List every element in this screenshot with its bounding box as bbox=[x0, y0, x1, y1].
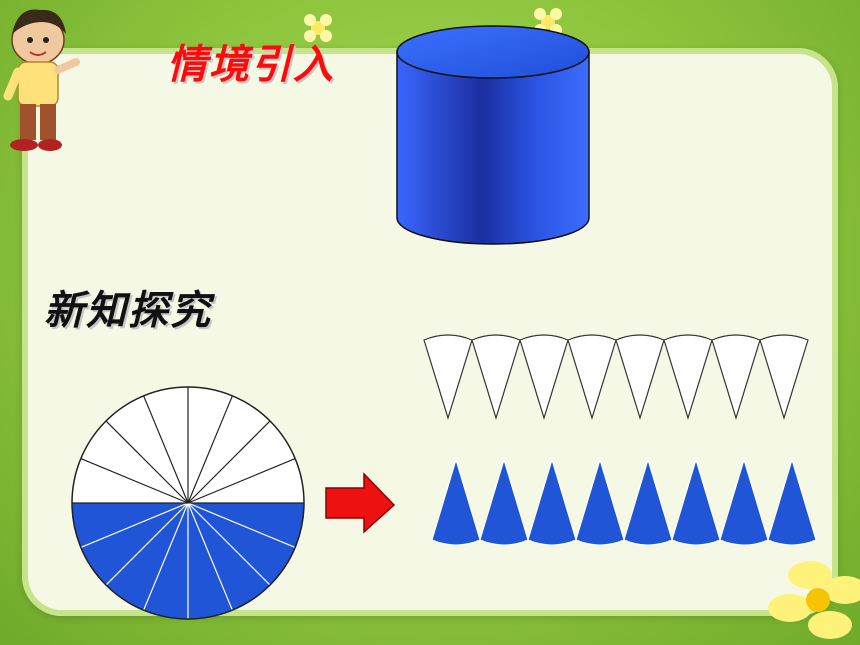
circle-sector-line bbox=[187, 420, 271, 504]
circle-sector-line bbox=[187, 502, 271, 586]
blue-wedge bbox=[623, 458, 673, 546]
white-wedge-row bbox=[423, 334, 809, 421]
circle-sector-line bbox=[187, 395, 233, 504]
white-wedge bbox=[567, 334, 617, 421]
heading-intro: 情境引入 bbox=[167, 42, 335, 88]
circle-sector-line bbox=[143, 395, 189, 504]
white-wedge bbox=[423, 334, 473, 421]
flower-top-icon bbox=[304, 14, 332, 42]
boy-character-icon bbox=[3, 9, 80, 151]
blue-wedge-row bbox=[431, 458, 817, 546]
flower-top-right-icon bbox=[534, 8, 562, 36]
flower-bottom-right-icon bbox=[768, 561, 860, 639]
circle-sector-line bbox=[80, 502, 189, 548]
white-wedge bbox=[615, 334, 665, 421]
circle-sector-line bbox=[105, 420, 189, 504]
heading-explore: 新知探究 bbox=[44, 288, 212, 334]
cylinder-figure bbox=[396, 25, 590, 245]
blue-wedge bbox=[527, 458, 577, 546]
circle-sector-line bbox=[105, 502, 189, 586]
white-wedge bbox=[519, 334, 569, 421]
circle-sector-line bbox=[80, 458, 189, 504]
white-wedge bbox=[759, 334, 809, 421]
blue-wedge bbox=[671, 458, 721, 546]
blue-wedge bbox=[479, 458, 529, 546]
circle-sector-line bbox=[187, 502, 233, 611]
white-wedge bbox=[471, 334, 521, 421]
circle-sector-line bbox=[143, 502, 189, 611]
blue-wedge bbox=[719, 458, 769, 546]
sectored-circle bbox=[71, 386, 305, 620]
blue-wedge bbox=[431, 458, 481, 546]
circle-sector-line bbox=[187, 502, 296, 548]
white-wedge bbox=[663, 334, 713, 421]
blue-wedge bbox=[575, 458, 625, 546]
blue-wedge bbox=[767, 458, 817, 546]
circle-sector-line bbox=[187, 458, 296, 504]
white-wedge bbox=[711, 334, 761, 421]
right-arrow-icon bbox=[325, 472, 396, 534]
